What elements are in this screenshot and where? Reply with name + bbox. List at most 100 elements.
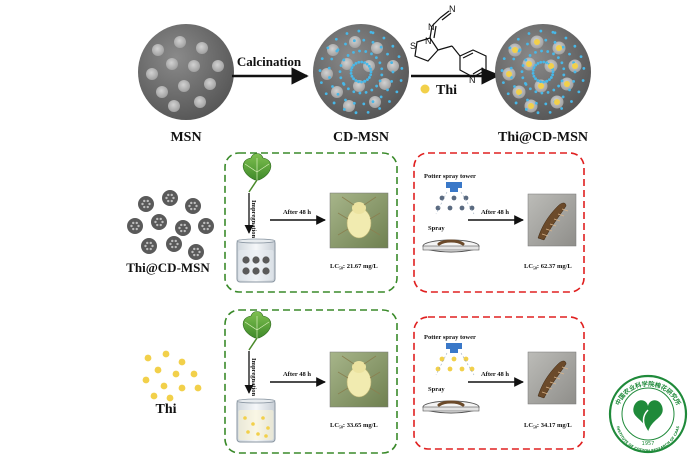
- cd-dot: [524, 82, 528, 86]
- beaker-particle: [251, 422, 255, 426]
- beaker-particle: [261, 416, 265, 420]
- aphid-legs: [337, 196, 381, 236]
- cd-dot: [517, 49, 521, 53]
- cd-dot: [339, 64, 343, 67]
- cd-dot: [354, 79, 358, 82]
- larva-on-dish: [437, 400, 465, 407]
- cd-dot: [568, 88, 571, 92]
- cd-dot: [354, 61, 358, 65]
- cd-dot: [502, 57, 506, 61]
- cd-dot: [577, 90, 581, 94]
- larva-segment: [545, 386, 553, 390]
- cd-dot: [561, 95, 565, 99]
- cd-dot: [562, 73, 566, 77]
- pore: [146, 205, 149, 209]
- cotton-leaf-icon: [242, 311, 272, 351]
- impregnation-label: Impregnation: [250, 200, 257, 239]
- spray-droplet: [463, 195, 469, 201]
- dish-wall: [422, 245, 480, 251]
- spray-droplet: [451, 195, 457, 201]
- svg-text:N: N: [425, 36, 432, 46]
- pore: [135, 227, 138, 231]
- cd-dot: [358, 91, 362, 95]
- cd-dot: [370, 88, 374, 92]
- thi-dot: [534, 39, 540, 45]
- pore: [146, 199, 149, 203]
- after-48h-label: After 48 h: [481, 371, 509, 378]
- svg-text:S: S: [410, 41, 416, 51]
- cd-dot: [342, 108, 346, 111]
- cd-dot: [352, 39, 356, 43]
- cd-dot: [536, 111, 540, 115]
- beaker-particle: [264, 434, 268, 438]
- cd-dot: [335, 49, 339, 53]
- cd-dot: [378, 79, 382, 83]
- cd-dot: [352, 101, 356, 105]
- cd-dot: [350, 66, 354, 70]
- thi-dot: [178, 358, 186, 366]
- pore: [183, 229, 186, 233]
- cd-dot: [362, 38, 366, 42]
- sprayer-nozzle: [446, 343, 462, 353]
- cd-dot: [581, 79, 585, 82]
- cd-dot: [510, 76, 513, 79]
- pore: [170, 199, 173, 203]
- larva-on-dish: [437, 239, 465, 246]
- petri-dish-icon: [422, 239, 480, 253]
- after-48h-label: After 48 h: [481, 209, 509, 216]
- larva-segment: [553, 376, 561, 380]
- thi-dot: [506, 71, 512, 77]
- cd-dot: [516, 37, 520, 41]
- pore: [196, 253, 199, 257]
- pore: [193, 253, 196, 257]
- nanoparticle: [138, 196, 154, 212]
- pore: [191, 250, 194, 254]
- thi-dot: [160, 382, 168, 390]
- spray-cone: [435, 352, 475, 376]
- thi-cd-msn-label: Thi@CD-MSN: [498, 130, 588, 145]
- cd-dot: [544, 102, 548, 106]
- cd-dot: [349, 69, 353, 72]
- cd-dot: [331, 85, 334, 88]
- cd-dot: [526, 98, 529, 102]
- beaker-particle: [252, 267, 260, 275]
- cd-dot: [390, 79, 394, 83]
- cd-dot: [367, 76, 371, 79]
- pore: [190, 201, 193, 205]
- pore: [174, 239, 177, 243]
- cd-dot: [352, 50, 355, 54]
- cd-dot: [360, 60, 364, 64]
- larva-segment: [549, 223, 557, 227]
- thi-dot: [178, 384, 186, 392]
- pore: [206, 227, 209, 231]
- pore: [185, 226, 188, 230]
- cd-dot: [365, 62, 369, 66]
- nanoparticle: [198, 218, 214, 234]
- cd-dot: [342, 82, 346, 86]
- cd-dot: [369, 30, 373, 34]
- cd-dot: [336, 92, 340, 96]
- spray-droplet: [447, 366, 453, 372]
- cd-dot: [501, 81, 505, 85]
- cd-dot: [344, 42, 347, 46]
- thi-dot: [144, 354, 152, 362]
- row-label: Thi: [155, 402, 176, 417]
- leaf-dip-bioassay-box: [224, 309, 398, 454]
- pore: [206, 221, 209, 225]
- pore: [183, 223, 186, 227]
- thi-dot: [516, 89, 522, 95]
- spray-droplet: [435, 366, 441, 372]
- impregnation-label: Impregnation: [250, 358, 257, 397]
- cd-dot: [380, 73, 384, 77]
- cd-dot: [572, 79, 576, 83]
- cd-dot: [371, 100, 375, 104]
- cd-dot: [556, 56, 560, 60]
- cd-dot: [349, 71, 353, 75]
- pore: [171, 245, 174, 249]
- calcination-label: Calcination: [237, 54, 302, 69]
- cd-dot: [366, 110, 370, 114]
- institute-logo: 中国农业科学院棉花研究所 INSTITUTE OF COTTON RESEARC…: [608, 374, 688, 454]
- cd-dot: [379, 45, 383, 49]
- thi-legend-label: Thi: [436, 83, 457, 98]
- cd-dot: [536, 61, 540, 65]
